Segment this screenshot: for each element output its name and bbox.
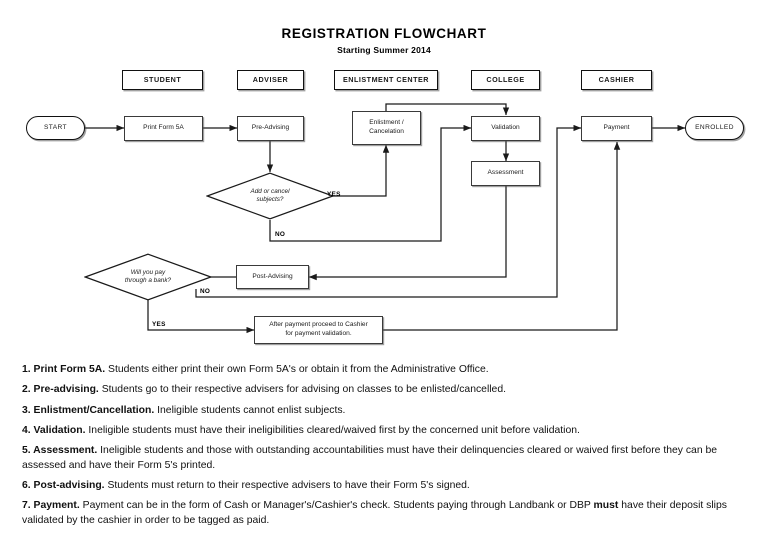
page-title: REGISTRATION FLOWCHART (281, 26, 487, 41)
legend-list: 1. Print Form 5A. Students either print … (22, 363, 750, 534)
node-start: START (26, 116, 85, 140)
lane-header-enlistment-center: ENLISTMENT CENTER (334, 70, 438, 90)
decision-add-or-cancel-label: Add or cancel subjects? (250, 187, 290, 203)
node-assessment: Assessment (471, 161, 540, 186)
legend-item-3: 3. Enlistment/Cancellation. Ineligible s… (22, 404, 750, 419)
title-block: REGISTRATION FLOWCHART Starting Summer 2… (0, 26, 768, 55)
legend-item-3-body: Ineligible students cannot enlist subjec… (154, 404, 346, 416)
legend-item-5-body: Ineligible students and those with outst… (22, 445, 718, 471)
decision-pay-through-bank-label: Will you pay through a bank? (124, 268, 172, 284)
legend-item-6-body: Students must return to their respective… (104, 480, 470, 492)
legend-item-2-lead: 2. Pre-advising. (22, 384, 99, 396)
node-payment: Payment (581, 116, 652, 141)
lane-header-cashier: CASHIER (581, 70, 652, 90)
decision-add-or-cancel-subjects: Add or cancel subjects? (205, 172, 335, 220)
node-validation: Validation (471, 116, 540, 141)
legend-item-4: 4. Validation. Ineligible students must … (22, 424, 750, 439)
flow-connectors (85, 103, 686, 334)
legend-item-1-lead: 1. Print Form 5A. (22, 364, 106, 375)
legend-item-7-body-strong: must (593, 500, 619, 512)
legend-item-4-lead: 4. Validation. (22, 424, 86, 436)
legend-item-2: 2. Pre-advising. Students go to their re… (22, 383, 750, 398)
node-after-payment-proceed-to-cashier: After payment proceed to Cashier for pay… (254, 316, 383, 344)
edge-label-add-cancel-no: NO (275, 231, 286, 238)
node-pre-advising: Pre-Advising (237, 116, 304, 141)
legend-item-2-body: Students go to their respective advisers… (98, 384, 507, 396)
decision-pay-through-bank: Will you pay through a bank? (83, 253, 213, 301)
legend-item-5: 5. Assessment. Ineligible students and t… (22, 444, 750, 474)
legend-item-6: 6. Post-advising. Students must return t… (22, 479, 750, 494)
edge-label-bank-yes: YES (152, 321, 166, 328)
node-enrolled: ENROLLED (685, 116, 744, 140)
legend-item-7-lead: 7. Payment. (22, 500, 80, 512)
legend-item-4-body: Ineligible students must have their inel… (85, 424, 580, 436)
legend-item-6-lead: 6. Post-advising. (22, 480, 105, 492)
edge-label-add-cancel-yes: YES (327, 191, 341, 198)
diamond-shape (205, 172, 335, 220)
legend-item-7-body-post: have their deposit slips validated by th… (22, 500, 727, 527)
legend-item-7-body-pre: Payment can be in the form of Cash or Ma… (79, 500, 594, 512)
legend-item-7: 7. Payment. Payment can be in the form o… (22, 499, 750, 529)
lane-header-student: STUDENT (122, 70, 203, 90)
legend-item-5-lead: 5. Assessment. (22, 445, 98, 457)
node-post-advising: Post-Advising (236, 265, 309, 289)
flowchart-canvas: STUDENT ADVISER ENLISTMENT CENTER COLLEG… (26, 70, 744, 344)
node-print-form-5a: Print Form 5A (124, 116, 203, 141)
legend-item-1: 1. Print Form 5A. Students either print … (22, 363, 750, 378)
edge-label-bank-no: NO (200, 288, 211, 295)
node-enlistment-cancelation: Enlistment / Cancelation (352, 111, 421, 145)
legend-item-3-lead: 3. Enlistment/Cancellation. (22, 404, 155, 416)
legend-item-1-body: Students either print their own Form 5A'… (105, 364, 489, 375)
lane-header-adviser: ADVISER (237, 70, 304, 90)
diamond-shape (83, 253, 213, 301)
page-subtitle: Starting Summer 2014 (337, 45, 431, 55)
lane-header-college: COLLEGE (471, 70, 540, 90)
